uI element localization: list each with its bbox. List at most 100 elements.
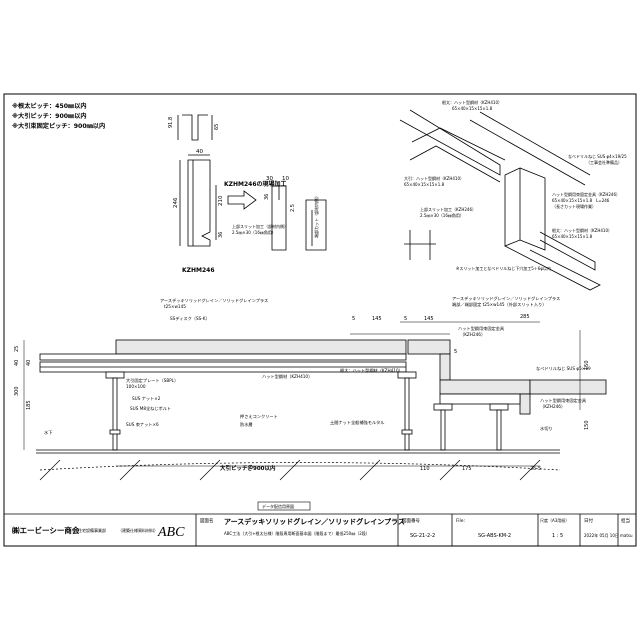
dim-285: 285 <box>520 314 530 320</box>
cut-label-2: 2.5㎜×30（16㎜角用） <box>232 229 276 235</box>
date-label: 日付 <box>584 517 593 524</box>
sec-label-17: なべドリルねじ SUS φ5×19 <box>536 365 591 372</box>
sec-label-8: SUS ナット×2 <box>132 396 161 402</box>
cut-label-3: 端部カット（部材内側） <box>313 194 319 238</box>
iso-label-0: 根太：ハット型鋼材（KZH410） <box>442 99 502 105</box>
dim-h2: 210 <box>218 195 224 206</box>
sheet-frame <box>3 93 637 547</box>
deck-board-section <box>115 339 607 415</box>
dim-10: 10 <box>282 176 289 182</box>
dim-185: 185 <box>26 400 32 410</box>
name-label: 図面名 <box>200 517 214 524</box>
drawing-title: アースデッキソリッドグレイン／ソリッドグレインプラス <box>224 517 405 526</box>
cut-label-1: 上部スリット加工（部材内側） <box>232 223 288 229</box>
profile-top-view <box>177 114 213 141</box>
dim-175: 175 <box>462 466 472 472</box>
dim-150b: 150 <box>584 420 590 430</box>
sec-label-1: t25×w145 <box>164 304 186 309</box>
iso-label-13: ※スリット加工となべドリルねじ下穴加工5＋6φ以内 <box>456 265 551 271</box>
dimension-lines <box>23 321 581 467</box>
field-cut-detail <box>271 185 327 251</box>
drawing-subtitle: ABC工法（大引+根太仕様）階段専用断面基本図（階段まで）最低250㎜（2段） <box>224 530 370 536</box>
iso-label-6: 上部スリット加工（KZH246） <box>420 206 476 212</box>
dim-top-w: 65 <box>214 124 220 130</box>
sec-label-0: アースデッキソリッドグレイン／ソリッドグレインプラス <box>160 297 268 304</box>
sec-label-2: SSディスク（SS-K） <box>170 315 210 322</box>
sec-label-3: ハット型鋼材（KZH410） <box>262 373 312 380</box>
dim-25: 2.5 <box>290 204 296 212</box>
part-code: KZHM246 <box>182 267 215 274</box>
dim-pitch: 大引ピッチ＠900以内 <box>220 464 276 472</box>
dim-h: 246 <box>173 197 179 208</box>
dim-5b: 5 <box>404 316 407 322</box>
note-1: ※根太ピッチ：450㎜以内 <box>12 101 87 110</box>
brand-sub: （建築仕様資料材料） <box>118 527 158 533</box>
sec-label-4: 根太：ハット型鋼材（KZH410） <box>340 367 403 374</box>
dim-145b: 145 <box>424 316 434 322</box>
note-3: ※大引束固定ピッチ：900㎜以内 <box>12 121 105 130</box>
sec-label-9: SUS 束ナット×6 <box>126 422 159 428</box>
sec-label-13: アースデッキソリッドグレイン／ソリッドグレインプラス <box>452 295 560 302</box>
brand-logo: ABC <box>157 525 185 540</box>
iso-label-11: 根太：ハット型鋼材（KZH410） <box>552 227 612 233</box>
sec-label-19: （KZH246） <box>540 404 565 409</box>
note-2: ※大引ピッチ：900㎜以内 <box>12 111 87 120</box>
dim-5d: 5 <box>538 466 541 472</box>
dim-150a: 150 <box>584 360 590 370</box>
arrow-icon <box>227 190 257 210</box>
drawing-no: SG-21-2-2 <box>410 533 435 539</box>
iso-label-7: 2.5㎜×30（16㎜角用） <box>420 212 464 218</box>
ground-slab <box>36 449 561 481</box>
sec-label-10: 押さえコンクリート <box>240 413 278 420</box>
sec-label-20: 水切り <box>540 425 553 432</box>
sec-label-21: 水下 <box>44 429 52 436</box>
stamp-text: データ配信用原図 <box>262 503 294 509</box>
iso-label-2: なべドリルねじ SUS φ4×19/25 <box>568 153 627 159</box>
dim-110: 110 <box>420 466 430 472</box>
dim-36: 36 <box>218 232 224 238</box>
sec-label-15: ハット型鋼用束固定金具 <box>458 325 505 332</box>
iso-label-5: 65×40×15×15×1.8 <box>404 182 445 187</box>
dim-5a: 5 <box>352 316 355 322</box>
sec-label-12: 土間ナット全般補強モルタル <box>330 419 384 426</box>
sec-label-11: 防水層 <box>240 421 253 428</box>
sec-label-16: （KZH246） <box>460 332 485 337</box>
author-label: 担当 <box>621 517 630 524</box>
iso-label-3: （工事会社準備品） <box>586 159 622 165</box>
joist-beams <box>39 353 521 405</box>
scale-value: 1 : 5 <box>552 533 563 539</box>
file-name: SG-ABS-KM-2 <box>478 533 511 539</box>
company-dept: 住宅設備事業部 <box>78 527 106 533</box>
stamp-box <box>257 501 311 511</box>
dim-300: 300 <box>14 386 20 396</box>
sec-label-14: 端部／端部固定 t25×w145（外部スリット入り） <box>452 301 546 308</box>
isometric-frame <box>399 109 601 291</box>
iso-label-1: 65×40×15×15×1.8 <box>452 106 493 111</box>
dim-36b: 36 <box>264 194 270 200</box>
iso-label-12: 65×40×15×15×1.8 <box>552 234 593 239</box>
iso-label-9: 65×40×15×15×1.8 L=246 <box>552 198 610 203</box>
dim-w: 40 <box>196 149 203 155</box>
dim-25b: 25 <box>530 466 536 472</box>
iso-label-4: 大引：ハット型鋼材（KZH410） <box>404 175 464 181</box>
title-block <box>4 513 636 546</box>
field-cut-title: KZHM246の現場加工 <box>224 180 287 188</box>
dim-40b: 40 <box>26 360 32 366</box>
dim-145a: 145 <box>372 316 382 322</box>
date-value: 2022年 05月 10日 <box>584 532 619 538</box>
support-posts <box>105 371 509 451</box>
iso-label-10: （長さカット現場作業） <box>552 203 596 209</box>
bracket-kzhm246 <box>179 154 217 247</box>
iso-label-8: ハット型鋼用束固定金具（KZH246） <box>552 191 620 197</box>
dim-top-h: 91.8 <box>168 117 174 128</box>
sec-label-18: ハット型鋼用束固定金具 <box>540 397 587 404</box>
dim-25: 25 <box>14 346 20 352</box>
dim-40a: 40 <box>14 360 20 366</box>
sec-label-6: 100×100 <box>126 384 146 389</box>
no-label: 図面番号 <box>402 517 420 524</box>
file-label: File: <box>456 518 465 524</box>
dim-5c: 5 <box>454 349 457 355</box>
author-value: matsu <box>620 533 633 538</box>
dim-30: 30 <box>266 176 273 182</box>
